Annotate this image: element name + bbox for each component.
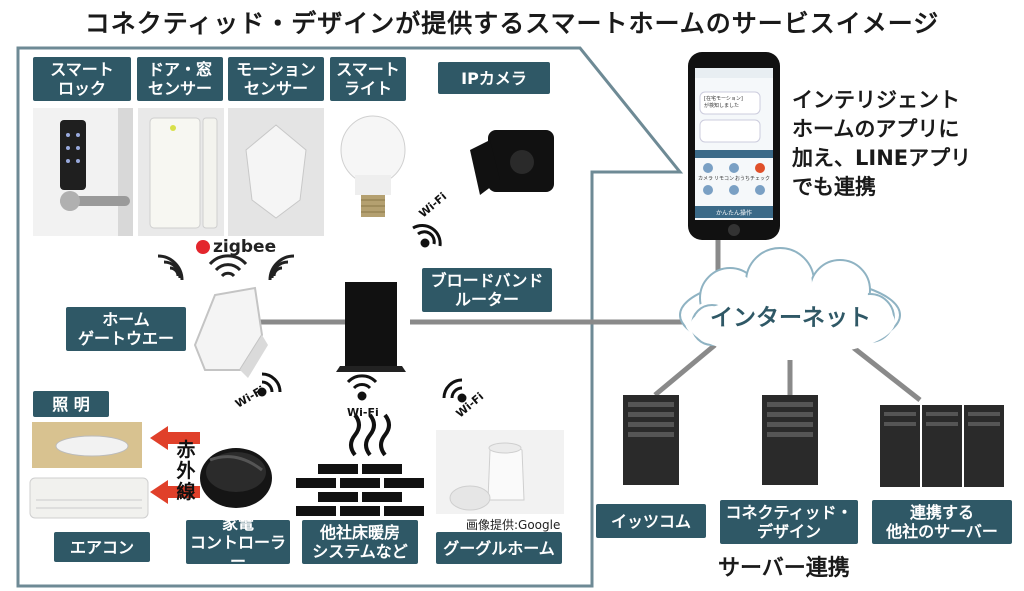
zigbee-waves bbox=[157, 254, 295, 281]
google-home-image bbox=[436, 430, 564, 514]
door-window-sensor-image bbox=[138, 108, 224, 236]
tag-door-window-sensor: ドア・窓 センサー bbox=[137, 57, 223, 101]
tag-appliance-controller: 家電 コントローラー bbox=[186, 514, 290, 571]
tag-ip-camera: IPカメラ bbox=[438, 62, 550, 94]
page-title: コネクティッド・デザインが提供するスマートホームのサービスイメージ bbox=[84, 9, 940, 38]
ceiling-light-image bbox=[32, 422, 142, 468]
motion-sensor-image bbox=[228, 108, 324, 236]
tag-air-conditioner: エアコン bbox=[54, 532, 150, 562]
smartphone-image bbox=[688, 52, 780, 240]
tag-floor-heating: 他社床暖房 システムなど bbox=[302, 520, 418, 564]
broadband-router-image bbox=[336, 282, 406, 372]
tag-motion-sensor: モーション センサー bbox=[228, 57, 324, 101]
appliance-controller-image bbox=[200, 448, 272, 508]
tag-home-gateway: ホーム ゲートウエー bbox=[66, 307, 186, 351]
tag-server-connected-design: コネクティッド・ デザイン bbox=[720, 500, 858, 544]
phone-buttons: カメラ リモコン おうちチェック bbox=[698, 176, 770, 182]
tag-smart-light: スマート ライト bbox=[330, 57, 406, 101]
internet-cloud bbox=[679, 247, 901, 356]
server-link-label: サーバー連携 bbox=[718, 556, 850, 581]
wifi-label-camera: Wi-Fi bbox=[417, 190, 450, 220]
wifi-icon-floor bbox=[346, 374, 378, 401]
link-internet-itscom bbox=[653, 343, 717, 397]
smart-lock-image bbox=[33, 108, 133, 236]
zigbee-logo-icon bbox=[196, 240, 210, 254]
floor-heating-icon bbox=[296, 413, 424, 516]
phone-bottom-bar: かんたん操作 bbox=[715, 210, 752, 217]
image-credit: 画像提供:Google bbox=[466, 518, 561, 532]
air-conditioner-image bbox=[29, 477, 149, 519]
wifi-icon-google bbox=[442, 378, 467, 403]
tag-server-partners: 連携する 他社のサーバー bbox=[872, 500, 1012, 544]
wifi-icon-gateway bbox=[257, 372, 282, 397]
smart-light-image bbox=[340, 115, 406, 217]
tag-lighting: 照 明 bbox=[33, 391, 109, 417]
wifi-label-gateway: Wi-Fi bbox=[233, 383, 267, 410]
server-partners-image bbox=[880, 405, 1004, 487]
zigbee-label: zigbee bbox=[196, 237, 276, 257]
tag-google-home: グーグルホーム bbox=[436, 532, 562, 564]
home-gateway-image bbox=[193, 286, 268, 378]
app-note: インテリジェント ホームのアプリに 加え、LINEアプリ でも連携 bbox=[792, 88, 972, 199]
tag-broadband-router: ブロードバンド ルーター bbox=[422, 268, 552, 312]
wifi-label-google: Wi-Fi bbox=[454, 390, 487, 420]
wifi-icon-camera bbox=[412, 223, 442, 248]
internet-label: インターネット bbox=[710, 305, 871, 331]
ip-camera-image bbox=[470, 130, 554, 195]
home-outline bbox=[16, 46, 684, 588]
phone-notification: [在宅モーション] が検知しました bbox=[704, 96, 743, 109]
infrared-arrows bbox=[150, 426, 200, 504]
server-itscom-image bbox=[623, 395, 679, 485]
infrared-label: 赤 外 線 bbox=[176, 439, 196, 503]
link-internet-partners bbox=[848, 343, 922, 402]
tag-smart-lock: スマート ロック bbox=[33, 57, 131, 101]
tag-server-itscom: イッツコム bbox=[596, 504, 706, 538]
server-connected-design-image bbox=[762, 395, 818, 485]
wifi-label-floor: Wi-Fi bbox=[347, 406, 379, 419]
